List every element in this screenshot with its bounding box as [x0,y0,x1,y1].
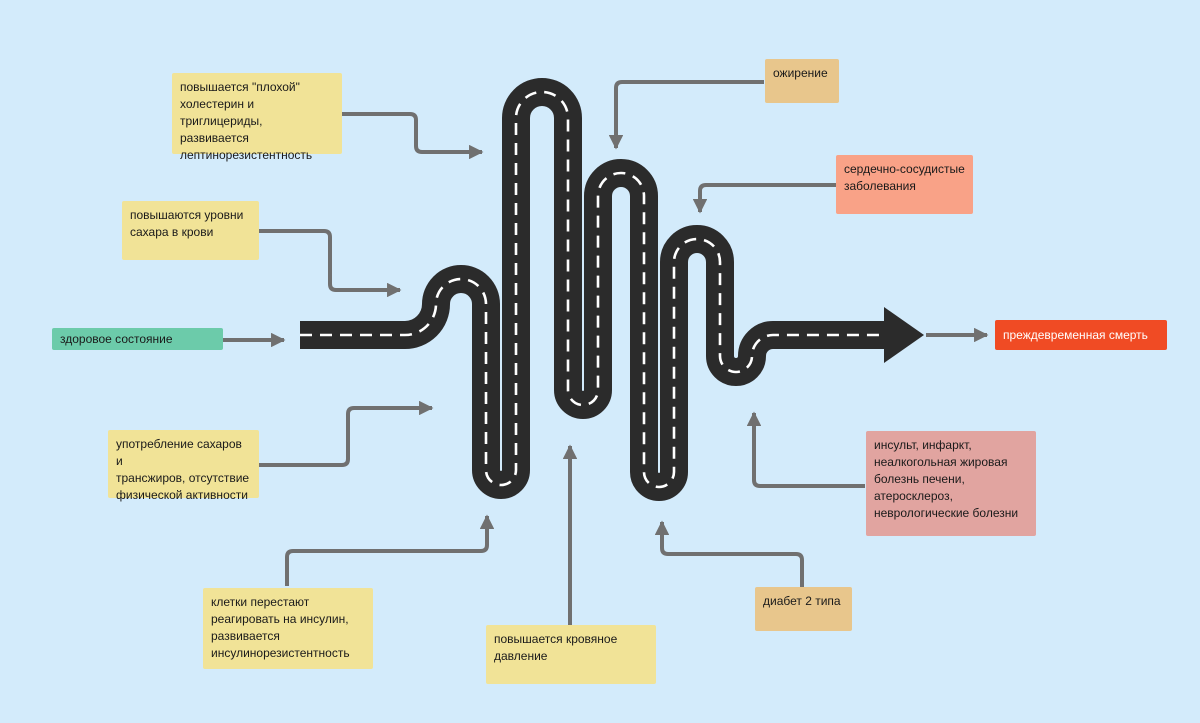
arrow-obesity [608,80,764,150]
note-cholesterol: повышается "плохой" холестерин и триглиц… [172,73,342,162]
note-cardiovascular: сердечно-сосудистые заболевания [836,155,973,214]
arrow-diet [259,400,434,467]
note-diabetes: диабет 2 типа [755,587,852,631]
road-center-marking [300,90,890,489]
note-premature-death: преждевременная смерть [995,320,1167,350]
arrow-sugar [259,229,402,298]
arrow-stroke [746,411,865,488]
road-arrow-head [884,307,924,363]
winding-road [300,78,924,501]
arrow-cardio [692,183,836,214]
note-blood-pressure: повышается кровяное давление [486,625,656,684]
note-blood-sugar: повышаются уровни сахара в крови [122,201,259,260]
note-diet-causes: употребление сахаров и трансжиров, отсут… [108,430,259,502]
note-healthy-state: здоровое состояние [52,328,223,350]
connector-arrows [223,80,989,625]
note-insulin-resistance: клетки перестают реагировать на инсулин,… [203,588,373,669]
note-obesity: ожирение [765,59,839,103]
note-complications: инсульт, инфаркт, неалкогольная жировая … [866,431,1036,536]
arrow-diabetes [654,520,804,587]
arrow-insulin [285,514,495,586]
arrow-cholesterol [342,112,484,160]
